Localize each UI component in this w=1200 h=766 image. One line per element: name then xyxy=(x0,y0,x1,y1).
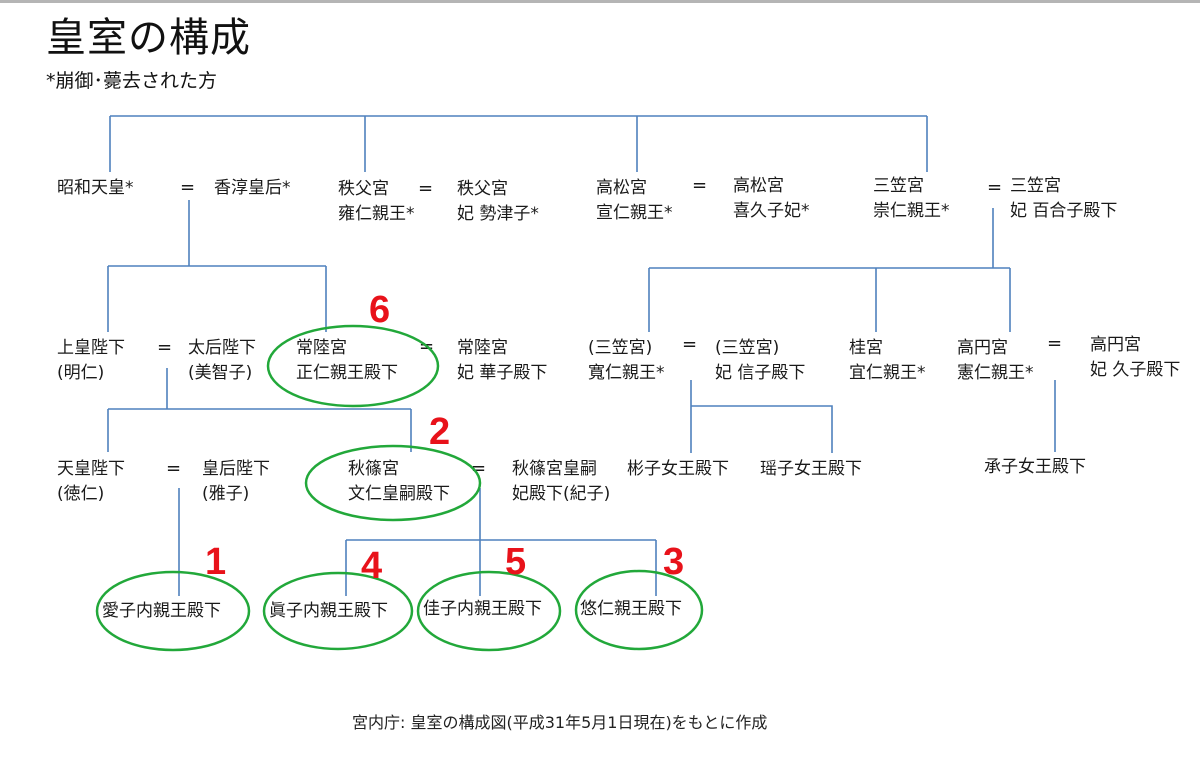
succession-number: 4 xyxy=(361,545,383,587)
person-akishino-wife: 秋篠宮皇嗣妃殿下(紀子) xyxy=(512,459,611,504)
person-tomohito-wife: (三笠宮)妃 信子殿下 xyxy=(715,338,806,383)
person-takamado: 高円宮憲仁親王* xyxy=(957,338,1034,383)
person-takamado-wife: 高円宮妃 久子殿下 xyxy=(1090,335,1181,380)
succession-number: 6 xyxy=(369,289,391,331)
highlight-kako xyxy=(416,570,562,652)
person-tomohito: (三笠宮)寬仁親王* xyxy=(588,338,665,383)
person-kojun: 香淳皇后* xyxy=(214,178,291,198)
person-mikasa: 三笠宮崇仁親王* xyxy=(873,176,950,221)
person-akiko: 彬子女王殿下 xyxy=(627,459,729,479)
person-mikasa-wife: 三笠宮妃 百合子殿下 xyxy=(1010,176,1118,221)
person-showa: 昭和天皇* xyxy=(57,178,134,198)
marriage-symbol: = xyxy=(180,177,196,198)
connector-showa-children xyxy=(107,200,327,332)
person-chichibu-wife: 秩父宮妃 勢津子* xyxy=(457,179,539,224)
source-note: 宮内庁: 皇室の構成図(平成31年5月1日現在)をもとに作成 xyxy=(352,713,768,732)
marriage-symbol: = xyxy=(987,177,1003,198)
person-aiko: 愛子内親王殿下 xyxy=(102,601,221,621)
person-hisahito: 悠仁親王殿下 xyxy=(580,599,682,619)
marriage-symbol: = xyxy=(418,178,434,199)
person-tsuguko: 承子女王殿下 xyxy=(984,457,1086,477)
connector-akishino-children xyxy=(345,488,657,596)
person-takamatsu: 高松宮宣仁親王* xyxy=(596,178,673,223)
connector-mikasa-children xyxy=(648,208,1011,332)
succession-number: 1 xyxy=(205,541,227,583)
page-subtitle: *崩御･薨去された方 xyxy=(46,70,218,92)
connector-tomohito-children xyxy=(690,380,833,453)
connector-joko-children xyxy=(107,368,412,452)
succession-number: 2 xyxy=(429,411,451,453)
page-title: 皇室の構成 xyxy=(46,15,251,61)
person-akishino: 秋篠宮文仁皇嗣殿下 xyxy=(348,459,450,504)
person-kogo: 皇后陛下(雅子) xyxy=(202,459,270,504)
marriage-symbol: = xyxy=(682,334,698,355)
person-mako: 眞子内親王殿下 xyxy=(269,601,388,621)
succession-number: 3 xyxy=(663,541,685,583)
person-kako: 佳子内親王殿下 xyxy=(423,599,542,619)
highlight-akishino xyxy=(304,444,482,522)
marriage-symbol: = xyxy=(166,458,182,479)
marriage-symbol: = xyxy=(1047,333,1063,354)
highlight-aiko xyxy=(95,570,251,652)
succession-number: 5 xyxy=(505,541,527,583)
top-rule xyxy=(0,0,1200,3)
person-tenno: 天皇陛下(徳仁) xyxy=(57,459,125,504)
person-hitachi: 常陸宮正仁親王殿下 xyxy=(296,338,398,383)
connector-gen1 xyxy=(109,115,928,172)
highlight-mako xyxy=(262,571,414,651)
highlight-hitachi xyxy=(266,324,440,408)
person-katsura: 桂宮宜仁親王* xyxy=(849,338,926,383)
person-hitachi-wife: 常陸宮妃 華子殿下 xyxy=(457,338,548,383)
marriage-symbol: = xyxy=(157,337,173,358)
person-takamatsu-wife: 高松宮喜久子妃* xyxy=(733,176,810,221)
person-chichibu: 秩父宮雍仁親王* xyxy=(338,179,415,224)
person-taigo: 太后陛下(美智子) xyxy=(188,338,256,383)
marriage-symbol: = xyxy=(692,175,708,196)
marriage-symbol: = xyxy=(471,458,487,479)
person-joko: 上皇陛下(明仁) xyxy=(57,338,125,383)
highlight-hisahito xyxy=(574,569,704,651)
person-yoko: 瑶子女王殿下 xyxy=(760,459,862,479)
